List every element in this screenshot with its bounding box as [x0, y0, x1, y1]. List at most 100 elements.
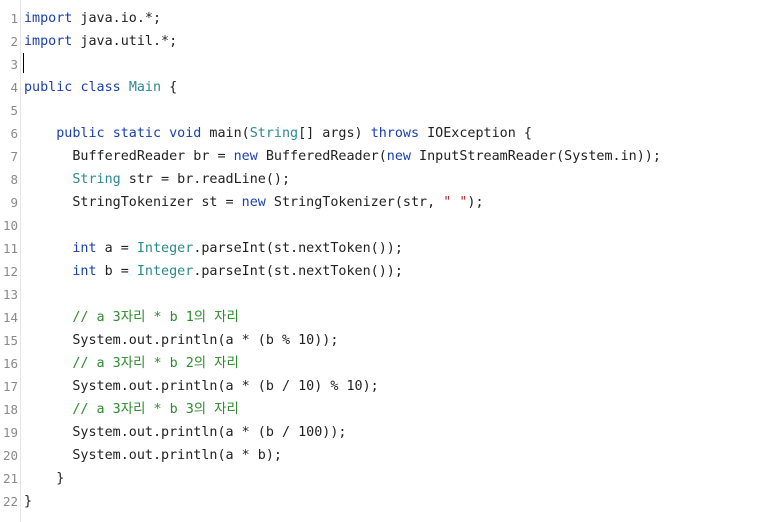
code-line[interactable]: 5 [0, 99, 770, 122]
line-number: 16 [2, 356, 18, 371]
code-line[interactable]: 14 // a 3자리 * b 1의 자리 [0, 306, 770, 329]
code-token [24, 264, 72, 279]
code-line[interactable]: 16 // a 3자리 * b 2의 자리 [0, 352, 770, 375]
code-token: [] args) [298, 126, 371, 141]
code-line[interactable]: 7 BufferedReader br = new BufferedReader… [0, 145, 770, 168]
code-token [24, 126, 56, 141]
code-line[interactable]: 9 StringTokenizer st = new StringTokeniz… [0, 191, 770, 214]
code-token: new [386, 149, 411, 164]
code-line[interactable]: 15 System.out.println(a * (b % 10)); [0, 329, 770, 352]
code-token: import [24, 11, 73, 26]
line-code: StringTokenizer st = new StringTokenizer… [24, 191, 484, 214]
code-token: BufferedReader( [257, 149, 387, 164]
line-code: public static void main(String[] args) t… [24, 122, 532, 145]
line-number: 8 [10, 172, 18, 187]
code-line[interactable]: 18 // a 3자리 * b 3의 자리 [0, 398, 770, 421]
code-line[interactable]: 19 System.out.println(a * (b / 100)); [0, 421, 770, 444]
code-token: Integer [136, 241, 194, 256]
code-token: static [112, 126, 162, 141]
line-number: 2 [10, 34, 18, 49]
line-code: import java.io.*; [24, 7, 161, 30]
code-token: Main [128, 80, 162, 95]
line-code: } [24, 490, 32, 513]
line-number: 19 [2, 425, 18, 440]
line-code: System.out.println(a * (b / 10) % 10); [24, 375, 379, 398]
code-line[interactable]: 11 int a = Integer.parseInt(st.nextToken… [0, 237, 770, 260]
line-number: 7 [10, 149, 18, 164]
code-token [24, 356, 72, 371]
code-comment: // a 3자리 * b 1의 자리 [72, 310, 239, 325]
line-code: BufferedReader br = new BufferedReader(n… [24, 145, 661, 168]
code-token: .parseInt(st.nextToken()); [193, 264, 403, 279]
line-code: import java.util.*; [24, 30, 177, 53]
code-comment: // a 3자리 * b 3의 자리 [72, 402, 239, 417]
line-number: 17 [2, 379, 18, 394]
code-token: import [24, 34, 73, 49]
line-code: String str = br.readLine(); [24, 168, 290, 191]
code-token: str = br.readLine(); [120, 172, 291, 187]
code-token: InputStreamReader(System.in)); [410, 149, 661, 164]
code-token: } [24, 471, 65, 486]
code-token: StringTokenizer(str, [265, 195, 444, 210]
line-code: public class Main { [24, 76, 177, 99]
line-number: 3 [10, 57, 18, 72]
code-token: java.io.*; [72, 11, 162, 26]
code-token: new [233, 149, 258, 164]
code-token: throws [370, 126, 420, 141]
code-token: public [56, 126, 105, 141]
code-token: main( [201, 126, 250, 141]
line-code: int b = Integer.parseInt(st.nextToken())… [24, 260, 403, 283]
code-token: StringTokenizer st = [24, 195, 242, 210]
code-token: new [241, 195, 266, 210]
code-line[interactable]: 17 System.out.println(a * (b / 10) % 10)… [0, 375, 770, 398]
code-line[interactable]: 13 [0, 283, 770, 306]
code-token: " " [443, 195, 468, 210]
code-line[interactable]: 21 } [0, 467, 770, 490]
code-token: java.util.*; [72, 34, 178, 49]
line-code: System.out.println(a * (b / 100)); [24, 421, 346, 444]
line-number: 9 [10, 195, 18, 210]
code-line[interactable]: 8 String str = br.readLine(); [0, 168, 770, 191]
code-token: System.out.println(a * (b / 100)); [24, 425, 347, 440]
code-line[interactable]: 22} [0, 490, 770, 513]
code-token: BufferedReader br = [24, 149, 234, 164]
code-comment: // a 3자리 * b 2의 자리 [72, 356, 239, 371]
code-line[interactable]: 2 import java.util.*; [0, 30, 770, 53]
code-token: String [249, 126, 299, 141]
code-token: b = [96, 264, 137, 279]
code-token: System.out.println(a * b); [24, 448, 282, 463]
code-line[interactable]: 3 [0, 53, 770, 76]
line-number: 18 [2, 402, 18, 417]
text-cursor [23, 53, 24, 73]
code-token: .parseInt(st.nextToken()); [193, 241, 403, 256]
code-token: System.out.println(a * (b / 10) % 10); [24, 379, 379, 394]
code-line[interactable]: 12 int b = Integer.parseInt(st.nextToken… [0, 260, 770, 283]
code-token: int [72, 264, 97, 279]
code-token [121, 80, 129, 95]
code-token [105, 126, 113, 141]
line-number: 11 [2, 241, 18, 256]
code-token: a = [96, 241, 137, 256]
line-number: 1 [10, 11, 18, 26]
code-line[interactable]: 10 [0, 214, 770, 237]
line-number: 13 [2, 287, 18, 302]
code-token: ); [467, 195, 484, 210]
line-number: 21 [2, 471, 18, 486]
line-number: 12 [2, 264, 18, 279]
code-token: public [24, 80, 73, 95]
code-line[interactable]: 20 System.out.println(a * b); [0, 444, 770, 467]
code-token [24, 172, 72, 187]
line-code: // a 3자리 * b 3의 자리 [24, 398, 239, 421]
line-code: } [24, 467, 64, 490]
code-token: class [80, 80, 121, 95]
line-code: int a = Integer.parseInt(st.nextToken())… [24, 237, 403, 260]
code-line[interactable]: 6 public static void main(String[] args)… [0, 122, 770, 145]
line-number: 14 [2, 310, 18, 325]
line-code: System.out.println(a * b); [24, 444, 282, 467]
code-line[interactable]: 1 import java.io.*; [0, 7, 770, 30]
line-code: // a 3자리 * b 2의 자리 [24, 352, 239, 375]
line-code: System.out.println(a * (b % 10)); [24, 329, 338, 352]
code-token: System.out.println(a * (b % 10)); [24, 333, 339, 348]
